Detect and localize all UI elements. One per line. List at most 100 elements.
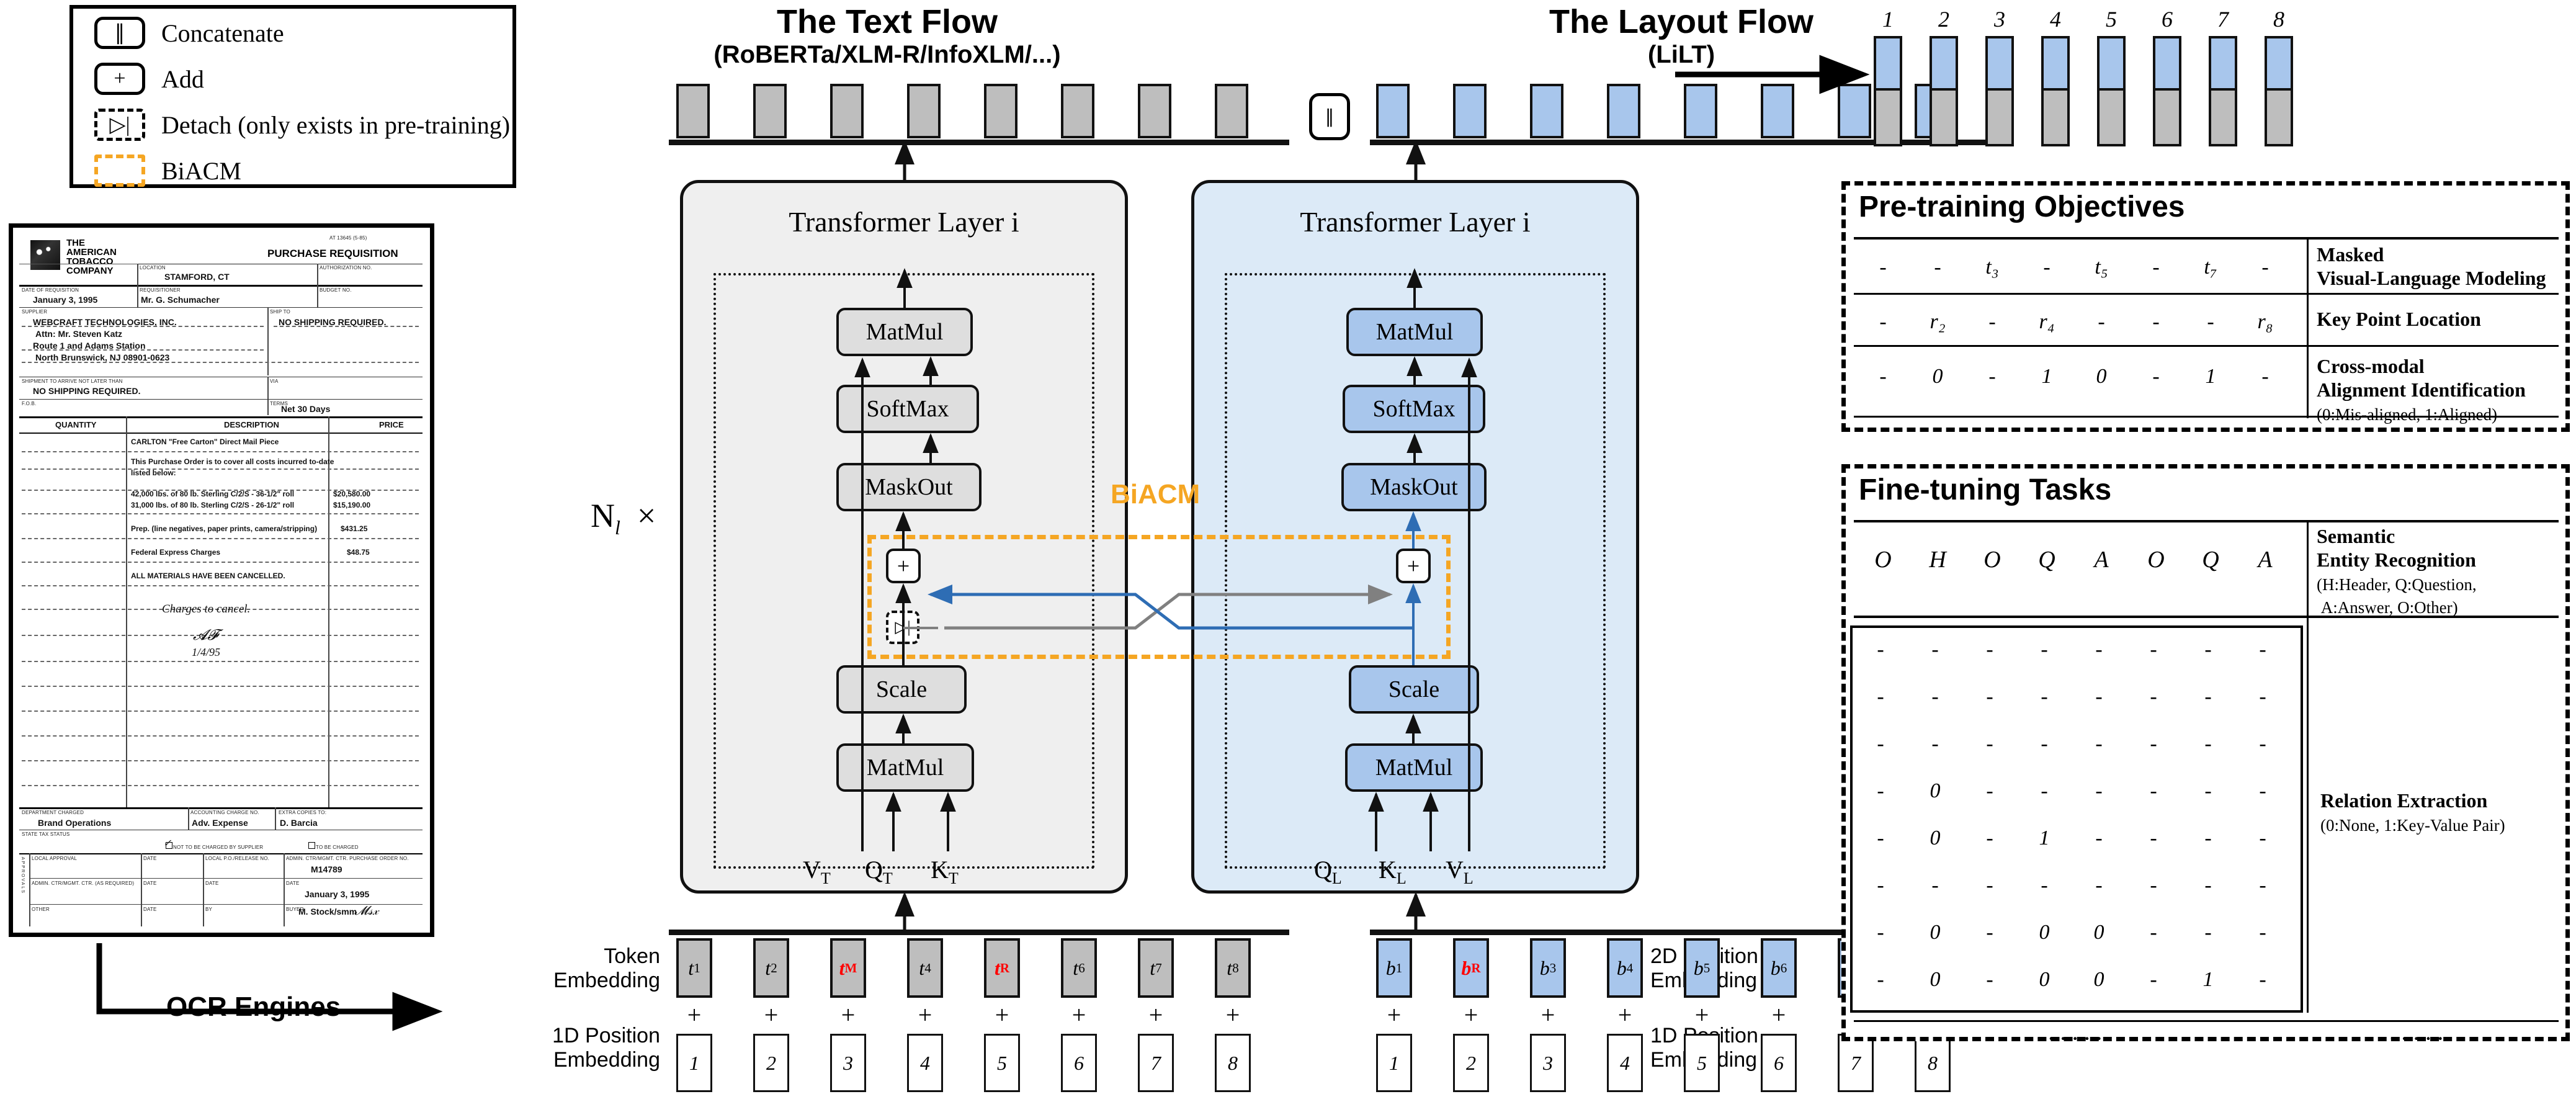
- layout-layer-title: Transformer Layer i: [1300, 206, 1531, 238]
- re-cell-4-0: -: [1877, 827, 1884, 849]
- re-cell-6-3: 0: [2039, 921, 2050, 944]
- footer-label-acct: ACCOUNTING CHARGE NO.: [190, 810, 259, 815]
- footer-value-buyer: M. Stock/smm: [298, 907, 357, 917]
- pretraining-cell-0-6: t₇: [2204, 256, 2217, 279]
- text-flow-output-token-1: [676, 84, 710, 138]
- legend-item-biacm: BiACM: [94, 149, 512, 192]
- table-price: $15,190.00: [333, 501, 371, 509]
- output-column-number-1: 1: [1882, 7, 1894, 32]
- field-label-shipto: SHIP TO: [270, 309, 290, 315]
- legend-label-concatenate: Concatenate: [161, 19, 284, 47]
- re-cell-2-5: -: [2150, 732, 2157, 755]
- output-column-number-4: 4: [2050, 7, 2061, 32]
- plus-sign-text-1: +: [687, 1001, 702, 1029]
- plus-sign-text-6: +: [1071, 1001, 1086, 1029]
- plus-sign-text-2: +: [764, 1001, 779, 1029]
- company-line-2: AMERICAN: [66, 247, 117, 258]
- footer-label-date-1: DATE: [143, 856, 157, 861]
- re-cell-4-4: -: [2095, 827, 2103, 849]
- field-label-date-req: DATE OF REQUISITION: [22, 287, 79, 293]
- table-price: $48.75: [347, 548, 370, 557]
- re-cell-5-5: -: [2150, 874, 2157, 897]
- footer-label-date-3: DATE: [205, 881, 219, 886]
- pretraining-row-name-2: Cross-modal Alignment Identification (0:…: [2317, 355, 2565, 425]
- layout-flow-output-token-2: [1453, 84, 1487, 138]
- re-cell-3-6: -: [2204, 779, 2212, 802]
- legend-label-add: Add: [161, 65, 204, 93]
- output-column-top-6: [2153, 36, 2181, 91]
- field-value-shipto: NO SHIPPING REQUIRED.: [279, 317, 387, 327]
- footer-label-date-2: DATE: [143, 881, 157, 886]
- text-matmul-bottom: MatMul: [836, 743, 974, 792]
- re-cell-7-6: 1: [2203, 968, 2214, 991]
- output-column-number-2: 2: [1938, 7, 1949, 32]
- finetuning-divider: [2307, 520, 2309, 1013]
- footer-label-by: BY: [205, 907, 213, 912]
- text-scale: Scale: [836, 665, 967, 714]
- re-cell-7-4: 0: [2093, 968, 2104, 991]
- re-cell-0-0: -: [1877, 638, 1884, 661]
- output-column-bottom-6: [2153, 91, 2181, 146]
- field-label-arrive: SHIPMENT TO ARRIVE NOT LATER THAN: [22, 379, 123, 384]
- pretraining-cell-2-3: 1: [2041, 365, 2052, 388]
- field-value-terms: Net 30 Days: [281, 404, 331, 414]
- re-cell-3-4: -: [2095, 779, 2103, 802]
- layout-flow-output-token-3: [1530, 84, 1563, 138]
- re-cell-2-4: -: [2095, 732, 2103, 755]
- footer-label-dept: DEPARTMENT CHARGED: [22, 810, 84, 815]
- ser-cell-7: A: [2258, 547, 2273, 573]
- pretraining-rule-3: [1854, 416, 2559, 418]
- pretraining-cell-2-4: 0: [2096, 365, 2107, 388]
- company-logo-icon: [30, 240, 60, 270]
- checkbox-not-charged[interactable]: [166, 842, 172, 849]
- layout-flow-output-token-4: [1607, 84, 1640, 138]
- pretraining-cell-1-4: -: [2098, 310, 2105, 333]
- re-cell-5-7: -: [2259, 874, 2266, 897]
- document-title: PURCHASE REQUISITION: [267, 248, 398, 259]
- detach-icon: ▷|: [94, 109, 145, 141]
- footer-label-copies: EXTRA COPIES TO:: [279, 810, 327, 815]
- footer-value-dept: Brand Operations: [38, 818, 112, 828]
- footer-label-release-no: LOCAL P.O./RELEASE NO.: [205, 856, 270, 861]
- table-header-quantity: QUANTITY: [55, 420, 97, 429]
- checkbox-charged[interactable]: [308, 842, 315, 849]
- output-column-bottom-2: [1930, 91, 1958, 146]
- document-page: THE AMERICAN TOBACCO COMPANY AT 13645 (5…: [19, 233, 423, 931]
- re-cell-5-2: -: [1986, 874, 1993, 897]
- pretraining-rule-2: [1854, 345, 2559, 347]
- pretraining-rule-1: [1854, 293, 2559, 295]
- add-icon: +: [94, 63, 145, 95]
- footer-value-acct: Adv. Expense: [192, 818, 248, 828]
- footer-value-copies: D. Barcia: [280, 818, 318, 828]
- text-flow-output-token-8: [1215, 84, 1248, 138]
- ser-cell-2: O: [1983, 547, 2001, 573]
- field-label-location: LOCATION: [140, 265, 166, 271]
- table-row: CARLTON "Free Carton" Direct Mail Piece: [131, 437, 279, 446]
- re-cell-6-7: -: [2259, 921, 2266, 944]
- text-flow-output-token-2: [753, 84, 787, 138]
- layout-position-embedding-6: 6: [1761, 1034, 1797, 1092]
- finetuning-title: Fine-tuning Tasks: [1859, 473, 2112, 506]
- layout-position-embedding-2: 2: [1453, 1034, 1489, 1092]
- field-value-location: STAMFORD, CT: [164, 272, 230, 282]
- plus-sign-layout-1: +: [1387, 1001, 1402, 1029]
- re-cell-7-1: 0: [1930, 968, 1941, 991]
- ser-cell-3: Q: [2038, 547, 2055, 573]
- pretraining-cell-2-1: 0: [1932, 365, 1943, 388]
- legend-label-biacm: BiACM: [161, 156, 241, 185]
- field-value-requisitioner: Mr. G. Schumacher: [141, 295, 220, 305]
- re-cell-1-1: -: [1931, 685, 1939, 708]
- ocr-engines-label: OCR Engines: [166, 992, 341, 1022]
- ser-cell-1: H: [1929, 547, 1946, 573]
- cmai-line-1: Cross-modal: [2317, 355, 2425, 377]
- output-column-number-3: 3: [1994, 7, 2005, 32]
- re-cell-5-1: -: [1931, 874, 1939, 897]
- output-column-number-7: 7: [2217, 7, 2229, 32]
- output-column-top-2: [1930, 36, 1958, 91]
